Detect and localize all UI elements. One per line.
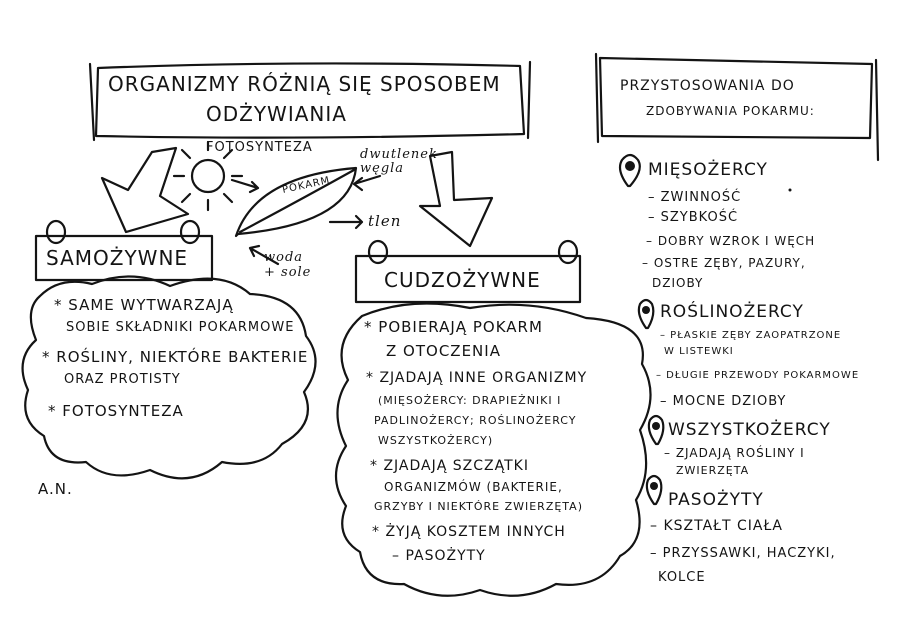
carnivores-item: – DOBRY WZROK I WĘCH	[646, 234, 816, 248]
autotrophs-title: SAMOŻYWNE	[46, 246, 189, 270]
photosynthesis-label: FOTOSYNTEZA	[206, 140, 313, 155]
heterotrophs-item: PADLINOŻERCY; ROŚLINOŻERCY	[374, 414, 577, 427]
herbivores-item: – MOCNE DZIOBY	[660, 394, 787, 409]
adaptations-title-line-1: PRZYSTOSOWANIA DO	[620, 78, 795, 94]
heterotrophs-item: * POBIERAJĄ POKARM	[364, 318, 543, 336]
adaptations-banner	[598, 56, 874, 140]
parasites-title: PASOŻYTY	[668, 490, 764, 510]
carnivores-title: MIĘSOŻERCY	[648, 160, 768, 180]
herbivores-item: – DŁUGIE PRZEWODY POKARMOWE	[656, 370, 860, 381]
parasites-item: – PRZYSSAWKI, HACZYKI,	[650, 546, 836, 561]
adaptations-title-line-2: ZDOBYWANIA POKARMU:	[646, 104, 815, 118]
heterotrophs-cloud	[335, 302, 652, 597]
pin-icon-omnivores	[647, 414, 665, 446]
omnivores-item: – ZJADAJĄ ROŚLINY I	[664, 446, 805, 460]
autotrophs-item: * ROŚLINY, NIEKTÓRE BAKTERIE	[42, 348, 309, 366]
carnivores-item: – ZWINNOŚĆ	[648, 190, 742, 205]
parasites-item: – KSZTAŁT CIAŁA	[650, 518, 783, 534]
carnivores-item: – SZYBKOŚĆ	[648, 210, 739, 225]
heterotrophs-item: GRZYBY I NIEKTÓRE ZWIERZĘTA)	[374, 500, 583, 513]
omnivores-item: ZWIERZĘTA	[676, 464, 750, 477]
heterotrophs-item: – PASOŻYTY	[392, 548, 486, 564]
carnivores-item: – OSTRE ZĘBY, PAZURY,	[642, 256, 806, 270]
water-salts-label: woda + sole	[264, 250, 312, 280]
omnivores-title: WSZYSTKOŻERCY	[668, 420, 831, 440]
title-line-2: ODŻYWIANIA	[206, 102, 347, 126]
heterotrophs-item: ORGANIZMÓW (BAKTERIE,	[384, 480, 563, 494]
arrow-left	[100, 146, 190, 234]
title-banner	[94, 62, 526, 139]
heterotrophs-label-box	[354, 254, 582, 304]
pin-icon-carnivores	[618, 153, 641, 188]
heterotrophs-item: * ZJADAJĄ INNE ORGANIZMY	[366, 370, 588, 386]
herbivores-title: ROŚLINOŻERCY	[660, 302, 804, 322]
heterotrophs-item: Z OTOCZENIA	[386, 342, 501, 360]
title-line-1: ORGANIZMY RÓŻNIĄ SIĘ SPOSOBEM	[108, 72, 501, 96]
oxygen-label: tlen	[368, 212, 402, 230]
herbivores-item: W LISTEWKI	[664, 346, 734, 357]
autotrophs-label-box	[34, 234, 214, 282]
autotrophs-item: * SAME WYTWARZAJĄ	[54, 296, 234, 314]
pin-icon-herbivores	[637, 298, 655, 330]
pin-icon-parasites	[645, 474, 663, 506]
heterotrophs-item: * ZJADAJĄ SZCZĄTKI	[370, 458, 529, 474]
autotrophs-item: * FOTOSYNTEZA	[48, 402, 184, 420]
leaf-icon	[234, 166, 358, 238]
parasites-item: KOLCE	[658, 570, 706, 585]
heterotrophs-title: CUDZOŻYWNE	[384, 268, 541, 292]
sun-icon	[190, 158, 226, 194]
heterotrophs-item: * ŻYJĄ KOSZTEM INNYCH	[372, 524, 566, 540]
herbivores-item: – PŁASKIE ZĘBY ZAOPATRZONE	[660, 330, 842, 341]
autotrophs-item: SOBIE SKŁADNIKI POKARMOWE	[66, 320, 295, 335]
arrow-right	[418, 150, 494, 248]
autotrophs-cloud	[21, 275, 317, 480]
heterotrophs-item: WSZYSTKOŻERCY)	[378, 434, 494, 447]
autotrophs-item: ORAZ PROTISTY	[64, 372, 181, 387]
carbon-dioxide-label: dwutlenek węgla	[360, 147, 438, 176]
author-signature: A.N.	[38, 480, 73, 498]
carnivores-item: DZIOBY	[652, 276, 704, 290]
heterotrophs-item: (MIĘSOŻERCY: DRAPIEŻNIKI I	[378, 394, 562, 407]
